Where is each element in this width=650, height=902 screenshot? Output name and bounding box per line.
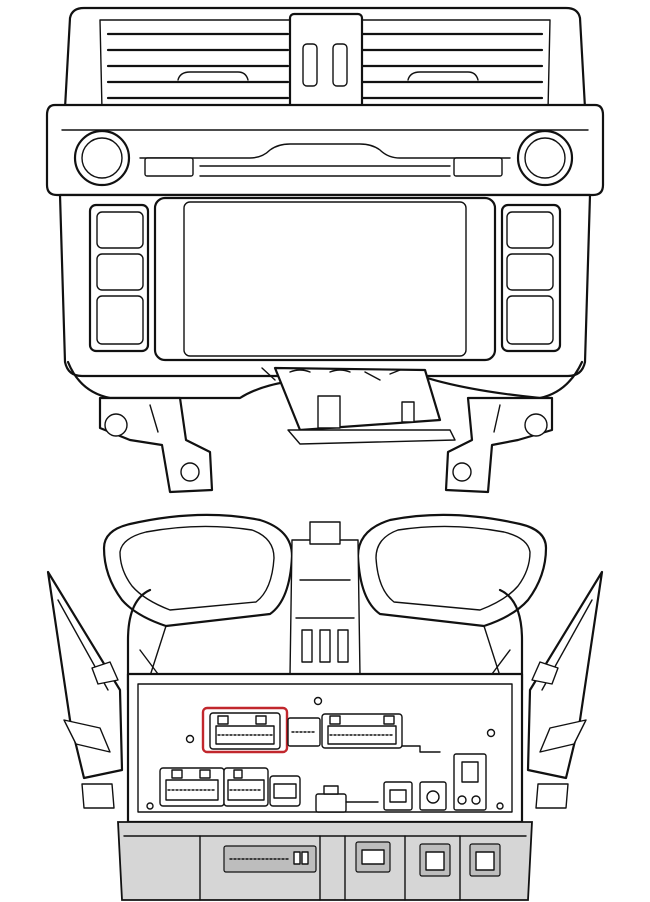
connector-square (419, 781, 447, 811)
dashboard-bezel-front (45, 6, 605, 494)
side-clips (63, 661, 587, 809)
connector-highlighted (209, 712, 281, 750)
center-vent-adjuster (288, 12, 364, 112)
lower-bracket-grey (117, 821, 533, 901)
button-strip (139, 143, 511, 177)
connector-bottom-left (159, 767, 225, 807)
highlight-box (201, 706, 289, 754)
connector-small-top (287, 717, 321, 747)
bracket-connector-right (419, 843, 451, 877)
tune-knob-right (516, 129, 574, 187)
bracket-connector-far-right (469, 843, 501, 877)
connector-bottom-mid (223, 767, 269, 807)
volume-knob-left (73, 129, 131, 187)
connector-bottom-small (269, 775, 301, 807)
connector-large-top (321, 713, 441, 753)
left-side-buttons (88, 203, 150, 353)
head-unit-rear (46, 513, 604, 901)
center-frame (126, 521, 524, 692)
panel-screws (146, 696, 504, 810)
bracket-connector-mid (355, 841, 391, 873)
bracket-connector-long (223, 845, 317, 873)
left-mounting-bracket (98, 396, 214, 494)
connector-coax (315, 785, 379, 813)
rear-connector-housing (261, 366, 456, 445)
right-mounting-bracket (444, 396, 554, 494)
connector-usb (383, 781, 413, 811)
right-side-buttons (500, 203, 562, 353)
display-screen (153, 196, 497, 362)
vent-louvers (106, 32, 544, 100)
connector-antenna (453, 753, 487, 811)
